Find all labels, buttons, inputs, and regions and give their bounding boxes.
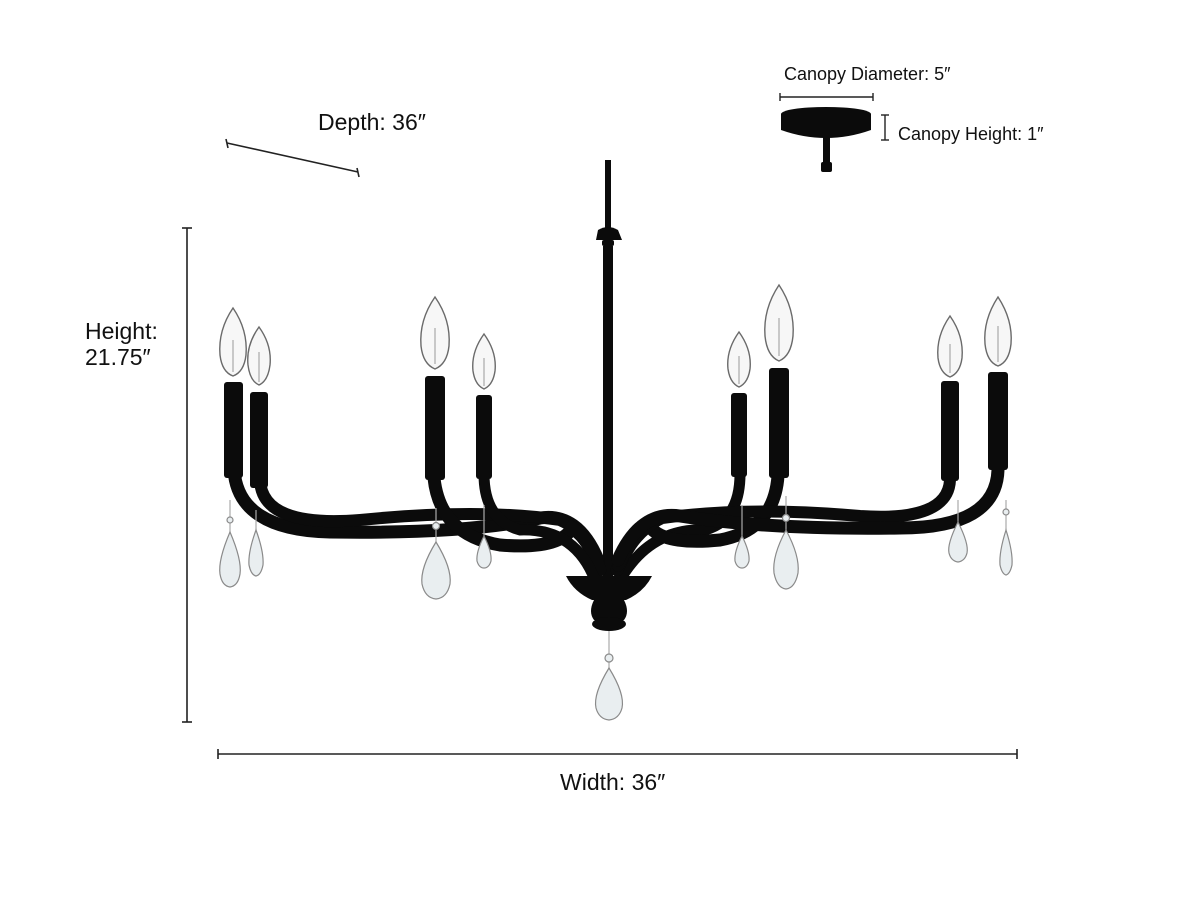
height-label-value: 21.75″ [85, 344, 151, 371]
crystal-drop [999, 500, 1013, 576]
canopy-diameter-label: Canopy Diameter: 5″ [784, 64, 951, 84]
downrod [596, 160, 622, 576]
width-dimension-line [217, 749, 1018, 759]
crystal-drop [594, 631, 624, 721]
canopy-diameter-dimension-line [779, 93, 874, 101]
crystal-drop [948, 500, 968, 563]
crystal-drops [219, 496, 1013, 721]
width-label: Width: 36″ [560, 769, 666, 795]
bulb-filaments [232, 318, 999, 386]
chandelier-body [566, 576, 652, 631]
crystal-drop [773, 496, 799, 590]
chandelier [219, 160, 1013, 721]
candle-bulbs [219, 283, 1012, 390]
canopy-height-dimension-line [881, 114, 889, 141]
candle-sleeves [224, 368, 1008, 488]
height-label-title: Height: [85, 318, 158, 344]
depth-dimension-line [225, 138, 360, 178]
canopy-detail [781, 107, 871, 172]
chandelier-arms [227, 463, 1005, 586]
crystal-drop [476, 505, 492, 569]
crystal-drop [734, 505, 750, 569]
crystal-drop [219, 500, 241, 588]
crystal-drop [248, 510, 264, 577]
height-label: Height: 21.75″ [85, 318, 158, 371]
depth-label: Depth: 36″ [318, 109, 426, 135]
canopy-height-label: Canopy Height: 1″ [898, 124, 1044, 144]
height-dimension-line [182, 227, 192, 723]
crystal-drop [421, 508, 451, 600]
